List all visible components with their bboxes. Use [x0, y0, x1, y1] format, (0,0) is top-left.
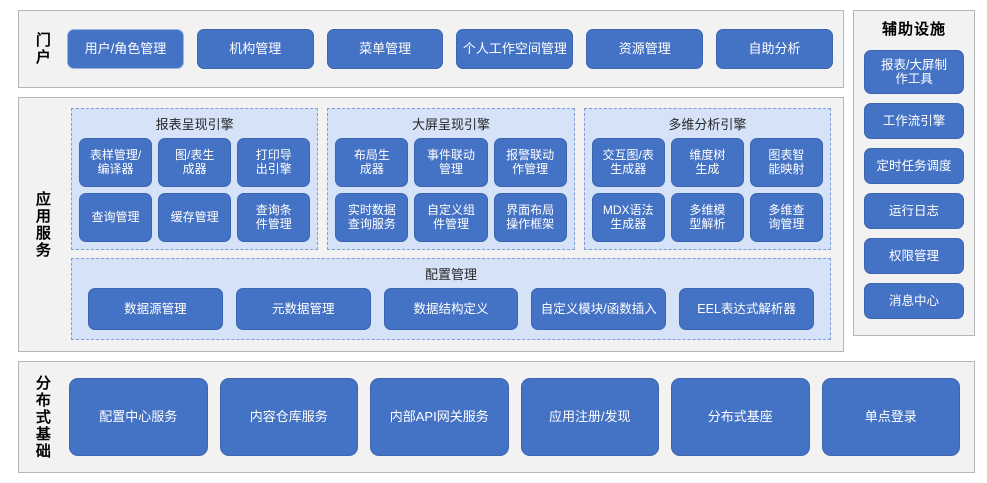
aux-button-runtime-log[interactable]: 运行日志	[864, 193, 964, 229]
infrastructure-items: 配置中心服务 内容仓库服务 内部API网关服务 应用注册/发现 分布式基座 单点…	[65, 362, 974, 472]
infra-button-config-center[interactable]: 配置中心服务	[69, 378, 208, 456]
engine-report-items: 表样管理/ 编译器 图/表生 成器 打印导 出引擎 查询管理 缓存管理 查询条 …	[79, 138, 311, 242]
engine-bigscreen-items: 布局生 成器 事件联动 管理 报警联动 作管理 实时数据 查询服务 自定义组 件…	[335, 138, 567, 242]
engine-bigscreen-item-custom-component[interactable]: 自定义组 件管理	[414, 193, 488, 242]
engine-bigscreen-item-ui-layout-framework[interactable]: 界面布局 操作框架	[493, 193, 567, 242]
config-item-datasource[interactable]: 数据源管理	[88, 288, 223, 330]
portal-button-menu[interactable]: 菜单管理	[326, 29, 444, 69]
engine-bigscreen-item-alarm-linkage[interactable]: 报警联动 作管理	[493, 138, 567, 187]
infrastructure-band: 分布式基础 配置中心服务 内容仓库服务 内部API网关服务 应用注册/发现 分布…	[18, 361, 975, 473]
config-item-eel-parser[interactable]: EEL表达式解析器	[679, 288, 814, 330]
portal-band-label: 门户	[33, 32, 51, 66]
infra-button-api-gateway[interactable]: 内部API网关服务	[370, 378, 509, 456]
engine-bigscreen-item-realtime-query[interactable]: 实时数据 查询服务	[335, 193, 409, 242]
config-item-data-structure[interactable]: 数据结构定义	[383, 288, 519, 330]
infra-button-app-registry[interactable]: 应用注册/发现	[520, 378, 659, 456]
portal-items: 用户/角色管理 机构管理 菜单管理 个人工作空间管理 资源管理 自助分析	[65, 11, 843, 87]
engine-report-item-query-management[interactable]: 查询管理	[79, 193, 153, 242]
engine-olap-item-query-management[interactable]: 多维查 询管理	[749, 193, 823, 242]
infrastructure-label: 分布式基础	[33, 374, 51, 460]
aux-facilities-panel: 辅助设施 报表/大屏制 作工具 工作流引擎 定时任务调度 运行日志 权限管理 消…	[853, 10, 975, 336]
config-management-title: 配置管理	[424, 267, 477, 282]
engine-report: 报表呈现引擎 表样管理/ 编译器 图/表生 成器 打印导 出引擎 查询管理 缓存…	[71, 108, 319, 250]
engine-report-item-query-condition[interactable]: 查询条 件管理	[237, 193, 311, 242]
infra-button-content-repository[interactable]: 内容仓库服务	[219, 378, 358, 456]
config-item-metadata[interactable]: 元数据管理	[235, 288, 371, 330]
engine-olap-item-dimension-tree[interactable]: 维度树 生成	[670, 138, 744, 187]
aux-button-message-center[interactable]: 消息中心	[864, 283, 964, 319]
portal-button-self-service[interactable]: 自助分析	[716, 29, 833, 69]
config-management-group: 配置管理 数据源管理 元数据管理 数据结构定义 自定义模块/函数插入 EEL表达…	[71, 258, 831, 340]
portal-button-user-role[interactable]: 用户/角色管理	[67, 29, 184, 69]
engine-group-row: 报表呈现引擎 表样管理/ 编译器 图/表生 成器 打印导 出引擎 查询管理 缓存…	[71, 108, 831, 250]
aux-button-scheduled-task[interactable]: 定时任务调度	[864, 148, 964, 184]
aux-facilities-title: 辅助设施	[881, 21, 946, 38]
engine-olap-item-model-parser[interactable]: 多维模 型解析	[670, 193, 744, 242]
engine-bigscreen-title: 大屏呈现引擎	[411, 117, 490, 132]
portal-button-workspace[interactable]: 个人工作空间管理	[456, 29, 574, 69]
engine-report-item-chart-generator[interactable]: 图/表生 成器	[158, 138, 232, 187]
config-management-items: 数据源管理 元数据管理 数据结构定义 自定义模块/函数插入 EEL表达式解析器	[82, 288, 820, 330]
bottom-row: 分布式基础 配置中心服务 内容仓库服务 内部API网关服务 应用注册/发现 分布…	[18, 361, 975, 473]
application-services-band: 应用服务 报表呈现引擎 表样管理/ 编译器 图/表生 成器 打印导 出引擎 查询…	[18, 97, 844, 352]
engine-bigscreen-item-layout-generator[interactable]: 布局生 成器	[335, 138, 409, 187]
engine-olap-item-chart-mapping[interactable]: 图表智 能映射	[749, 138, 823, 187]
portal-button-resource[interactable]: 资源管理	[586, 29, 704, 69]
middle-row: 应用服务 报表呈现引擎 表样管理/ 编译器 图/表生 成器 打印导 出引擎 查询…	[18, 97, 975, 352]
aux-button-report-bigscreen-tool[interactable]: 报表/大屏制 作工具	[864, 50, 964, 94]
portal-band: 门户 用户/角色管理 机构管理 菜单管理 个人工作空间管理 资源管理 自助分析	[18, 10, 844, 88]
engine-report-item-print-export[interactable]: 打印导 出引擎	[237, 138, 311, 187]
application-services-body: 报表呈现引擎 表样管理/ 编译器 图/表生 成器 打印导 出引擎 查询管理 缓存…	[65, 98, 843, 351]
engine-olap-item-mdx-generator[interactable]: MDX语法 生成器	[591, 193, 665, 242]
engine-report-item-cache-management[interactable]: 缓存管理	[158, 193, 232, 242]
portal-button-org[interactable]: 机构管理	[196, 29, 314, 69]
engine-olap-items: 交互图/表 生成器 维度树 生成 图表智 能映射 MDX语法 生成器 多维模 型…	[591, 138, 823, 242]
infra-button-distributed-base[interactable]: 分布式基座	[671, 378, 810, 456]
engine-bigscreen-item-event-linkage[interactable]: 事件联动 管理	[414, 138, 488, 187]
engine-olap-item-interactive-chart[interactable]: 交互图/表 生成器	[591, 138, 665, 187]
aux-button-permission-management[interactable]: 权限管理	[864, 238, 964, 274]
engine-olap-title: 多维分析引擎	[668, 117, 747, 132]
top-row: 门户 用户/角色管理 机构管理 菜单管理 个人工作空间管理 资源管理 自助分析	[18, 10, 975, 88]
engine-bigscreen: 大屏呈现引擎 布局生 成器 事件联动 管理 报警联动 作管理 实时数据 查询服务…	[327, 108, 575, 250]
engine-report-title: 报表呈现引擎	[155, 117, 234, 132]
engine-olap: 多维分析引擎 交互图/表 生成器 维度树 生成 图表智 能映射 MDX语法 生成…	[583, 108, 831, 250]
aux-button-workflow-engine[interactable]: 工作流引擎	[864, 103, 964, 139]
engine-report-item-template-compiler[interactable]: 表样管理/ 编译器	[79, 138, 153, 187]
infra-button-sso[interactable]: 单点登录	[821, 378, 960, 456]
application-services-label: 应用服务	[33, 190, 51, 259]
config-item-custom-module[interactable]: 自定义模块/函数插入	[531, 288, 667, 330]
